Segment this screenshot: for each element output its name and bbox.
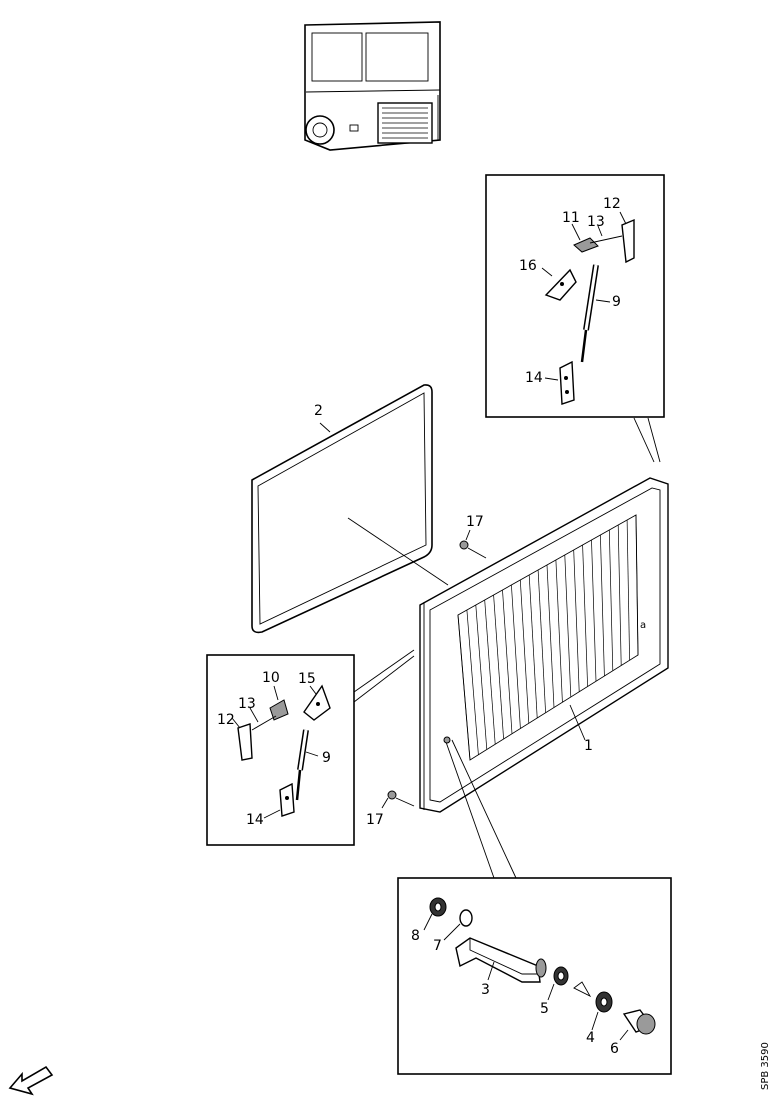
connector-left bbox=[353, 649, 415, 703]
panel-rib bbox=[626, 519, 630, 661]
callout-5: 5 bbox=[540, 1001, 549, 1017]
callout-4: 4 bbox=[586, 1030, 595, 1046]
detail-box-bottom bbox=[397, 877, 672, 1075]
panel-rib bbox=[537, 569, 546, 713]
panel-rib bbox=[635, 514, 639, 656]
panel-rib bbox=[546, 564, 555, 708]
panel-rib bbox=[484, 599, 496, 745]
panel-rib bbox=[475, 604, 488, 750]
door-panel bbox=[419, 477, 669, 813]
panel-mark: a bbox=[640, 620, 646, 631]
callout-8: 8 bbox=[411, 928, 420, 944]
callout-15: 15 bbox=[298, 671, 316, 687]
connector-upper bbox=[633, 417, 661, 463]
panel-rib bbox=[564, 554, 572, 698]
panel-rib bbox=[573, 549, 580, 692]
callout-14-top: 14 bbox=[525, 370, 543, 386]
callout-7: 7 bbox=[433, 938, 442, 954]
callout-10: 10 bbox=[262, 670, 280, 686]
panel-rib bbox=[457, 614, 471, 761]
drawing-reference: SPB 3590 bbox=[760, 1042, 771, 1090]
panel-rib bbox=[582, 544, 588, 687]
screw-17-bottom bbox=[381, 790, 415, 809]
callout-14-left: 14 bbox=[246, 812, 264, 828]
callout-3: 3 bbox=[481, 982, 490, 998]
callout-13-top: 13 bbox=[587, 214, 605, 230]
direction-arrow-icon bbox=[8, 1065, 54, 1096]
detail-box-upper-right bbox=[485, 174, 665, 418]
screw-17-top bbox=[459, 529, 487, 559]
callout-16: 16 bbox=[519, 258, 537, 274]
panel-rib bbox=[493, 594, 504, 740]
panel-rib bbox=[511, 584, 521, 729]
panel-ribs bbox=[457, 514, 639, 761]
panel-rib bbox=[519, 579, 530, 724]
detail-box-left bbox=[206, 654, 355, 846]
connector-bottom bbox=[443, 736, 517, 879]
panel-rib bbox=[466, 609, 479, 755]
panel-rib bbox=[617, 524, 622, 666]
panel-rib bbox=[555, 559, 563, 703]
callout-6: 6 bbox=[610, 1041, 619, 1057]
callout-9-top: 9 bbox=[612, 294, 621, 310]
callout-17-bottom: 17 bbox=[366, 812, 384, 828]
callout-17-top: 17 bbox=[466, 514, 484, 530]
vehicle-locator-thumbnail bbox=[304, 21, 441, 151]
panel-rib bbox=[502, 589, 513, 734]
panel-rib bbox=[528, 574, 538, 719]
callout-9-left: 9 bbox=[322, 750, 331, 766]
callout-13-left: 13 bbox=[238, 696, 256, 712]
callout-2: 2 bbox=[314, 403, 323, 419]
callout-12-left: 12 bbox=[217, 712, 235, 728]
callout-12-top: 12 bbox=[603, 196, 621, 212]
panel-rib bbox=[600, 534, 605, 677]
callout-11: 11 bbox=[562, 210, 580, 226]
panel-rib bbox=[608, 529, 614, 671]
door-seal bbox=[251, 384, 449, 634]
panel-rib bbox=[591, 539, 597, 682]
callout-1: 1 bbox=[584, 738, 593, 754]
